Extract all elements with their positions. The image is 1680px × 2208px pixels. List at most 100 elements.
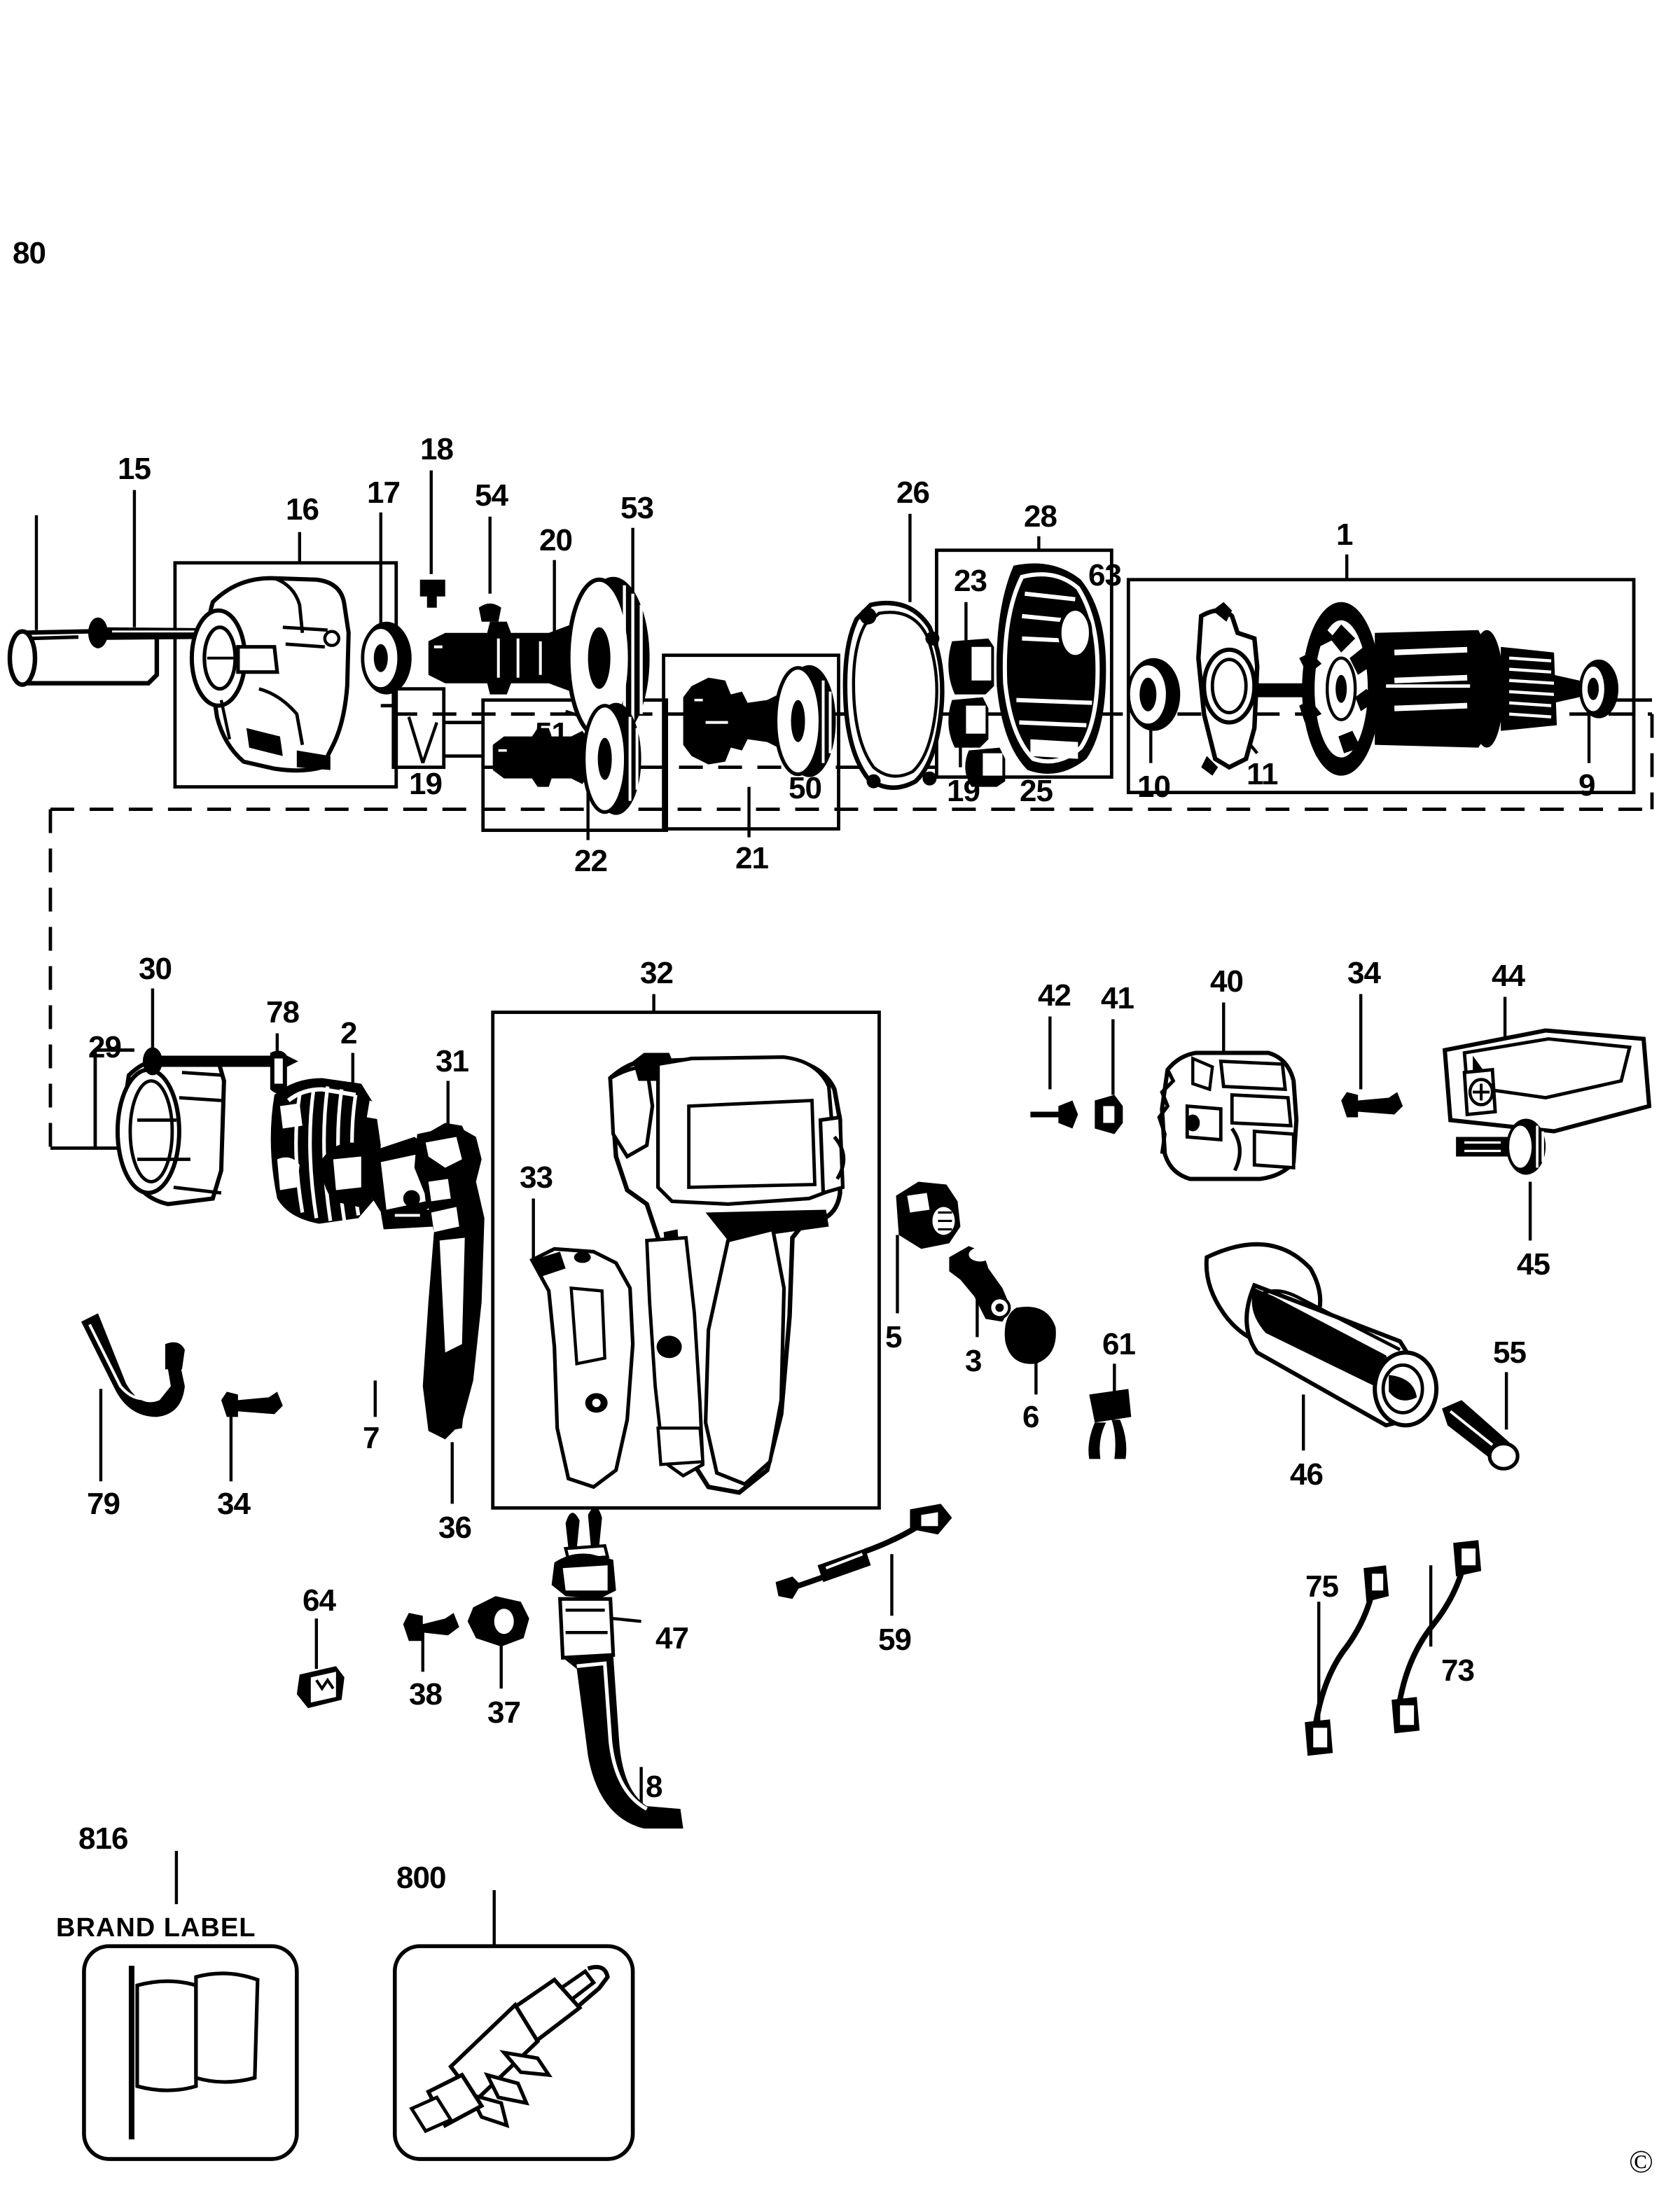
callout-16: 16 xyxy=(286,492,319,527)
part-46-sidehandle xyxy=(1204,1242,1439,1428)
callout-46: 46 xyxy=(1290,1457,1324,1492)
callout-45: 45 xyxy=(1517,1247,1550,1282)
part-75-lead xyxy=(1305,1565,1389,1756)
callout-47: 47 xyxy=(655,1621,689,1655)
part-44-clamp xyxy=(1442,1028,1652,1134)
part-34b-screw xyxy=(221,1391,283,1417)
callout-80: 80 xyxy=(13,236,46,270)
callout-800: 800 xyxy=(396,1861,446,1895)
callout-9: 9 xyxy=(1578,768,1596,803)
part-53-gear xyxy=(566,576,650,740)
callout-26: 26 xyxy=(896,475,930,510)
callout-29: 29 xyxy=(88,1030,122,1064)
callout-79: 79 xyxy=(87,1487,120,1521)
callout-11: 11 xyxy=(1247,757,1279,791)
part-78-pin xyxy=(270,1050,287,1094)
part-group-1 xyxy=(1126,602,1619,776)
part-group-28 xyxy=(948,563,1106,787)
callout-32: 32 xyxy=(640,956,674,990)
callout-55: 55 xyxy=(1493,1335,1527,1370)
part-61-clip xyxy=(1088,1389,1132,1459)
brand-label-caption: BRAND LABEL xyxy=(56,1913,256,1943)
callout-30: 30 xyxy=(139,952,172,986)
callout-53: 53 xyxy=(620,491,654,525)
part-59-jumper xyxy=(775,1504,952,1599)
part-45-knobscrew xyxy=(1456,1118,1546,1175)
part-47-cord xyxy=(551,1507,683,1829)
copyright-mark: © xyxy=(1629,2144,1653,2179)
callout-22: 22 xyxy=(574,844,608,878)
callout-15: 15 xyxy=(118,452,151,486)
callout-5: 5 xyxy=(885,1320,903,1354)
callout-6: 6 xyxy=(1022,1400,1040,1434)
callout-17: 17 xyxy=(367,475,401,510)
part-6-knob xyxy=(1004,1306,1056,1364)
callout-41: 41 xyxy=(1101,981,1134,1015)
callout-21: 21 xyxy=(735,841,769,875)
part-34a-screw xyxy=(1341,1092,1403,1118)
part-group-22 xyxy=(492,702,641,815)
callout-34-left: 34 xyxy=(217,1487,251,1521)
callout-1: 1 xyxy=(1336,518,1354,552)
part-73-lead xyxy=(1391,1540,1482,1734)
part-64-connector xyxy=(296,1666,345,1709)
callout-75: 75 xyxy=(1305,1569,1339,1604)
callout-816: 816 xyxy=(78,1821,128,1856)
callout-3: 3 xyxy=(965,1344,983,1378)
callout-23: 23 xyxy=(954,564,987,598)
callout-64: 64 xyxy=(303,1583,336,1618)
callout-33: 33 xyxy=(520,1160,553,1195)
part-79-clip xyxy=(81,1313,185,1417)
group-boxes xyxy=(173,548,1636,1510)
dashed-centerlines xyxy=(48,712,1654,1148)
callout-7: 7 xyxy=(363,1421,380,1455)
part-30-bolt xyxy=(142,1047,298,1076)
callout-28: 28 xyxy=(1024,499,1057,534)
label-box-800 xyxy=(392,1944,635,2161)
part-38-screw xyxy=(403,1613,459,1641)
part-3-arm xyxy=(949,1246,1011,1322)
callout-44: 44 xyxy=(1492,959,1525,993)
callout-18: 18 xyxy=(420,432,454,466)
part-41-nut xyxy=(1095,1095,1123,1134)
part-29-endcap xyxy=(115,1056,226,1207)
callout-73: 73 xyxy=(1441,1653,1475,1688)
callout-50: 50 xyxy=(789,771,822,805)
part-40-switch xyxy=(1157,1050,1299,1181)
callout-8: 8 xyxy=(646,1770,663,1804)
label-box-816 xyxy=(82,1944,299,2161)
callout-61: 61 xyxy=(1102,1327,1136,1361)
part-42-screw xyxy=(1030,1100,1078,1129)
part-group-21 xyxy=(683,665,836,777)
part-36-insert xyxy=(414,1125,485,1440)
callout-25: 25 xyxy=(1020,774,1053,808)
callout-40: 40 xyxy=(1210,964,1244,999)
callout-10: 10 xyxy=(1137,770,1171,804)
callout-2: 2 xyxy=(340,1016,358,1050)
callout-37: 37 xyxy=(487,1695,521,1730)
part-5-lever xyxy=(896,1181,961,1249)
callout-59: 59 xyxy=(878,1623,912,1657)
callout-78: 78 xyxy=(266,995,300,1029)
callout-42: 42 xyxy=(1038,978,1071,1013)
callout-34-top: 34 xyxy=(1347,956,1381,990)
part-17-washer xyxy=(361,621,412,695)
callout-54: 54 xyxy=(475,478,508,513)
part-32-housing xyxy=(529,1053,846,1495)
part-54-key xyxy=(478,603,501,622)
part-20-spindle xyxy=(428,621,580,695)
part-26-gasket xyxy=(842,601,945,790)
part-18-screw xyxy=(419,579,445,608)
callout-38: 38 xyxy=(409,1677,443,1711)
part-80-sleeve xyxy=(7,627,160,687)
callout-36: 36 xyxy=(438,1511,472,1545)
callout-19-right: 19 xyxy=(947,774,980,808)
part-7-switch xyxy=(321,1137,437,1230)
short-connectors xyxy=(50,698,1653,1150)
callout-63: 63 xyxy=(1088,558,1122,592)
callout-20: 20 xyxy=(539,523,573,557)
callout-19-left: 19 xyxy=(409,767,443,801)
part-16-gearcase xyxy=(189,576,351,773)
callout-51: 51 xyxy=(535,716,569,751)
